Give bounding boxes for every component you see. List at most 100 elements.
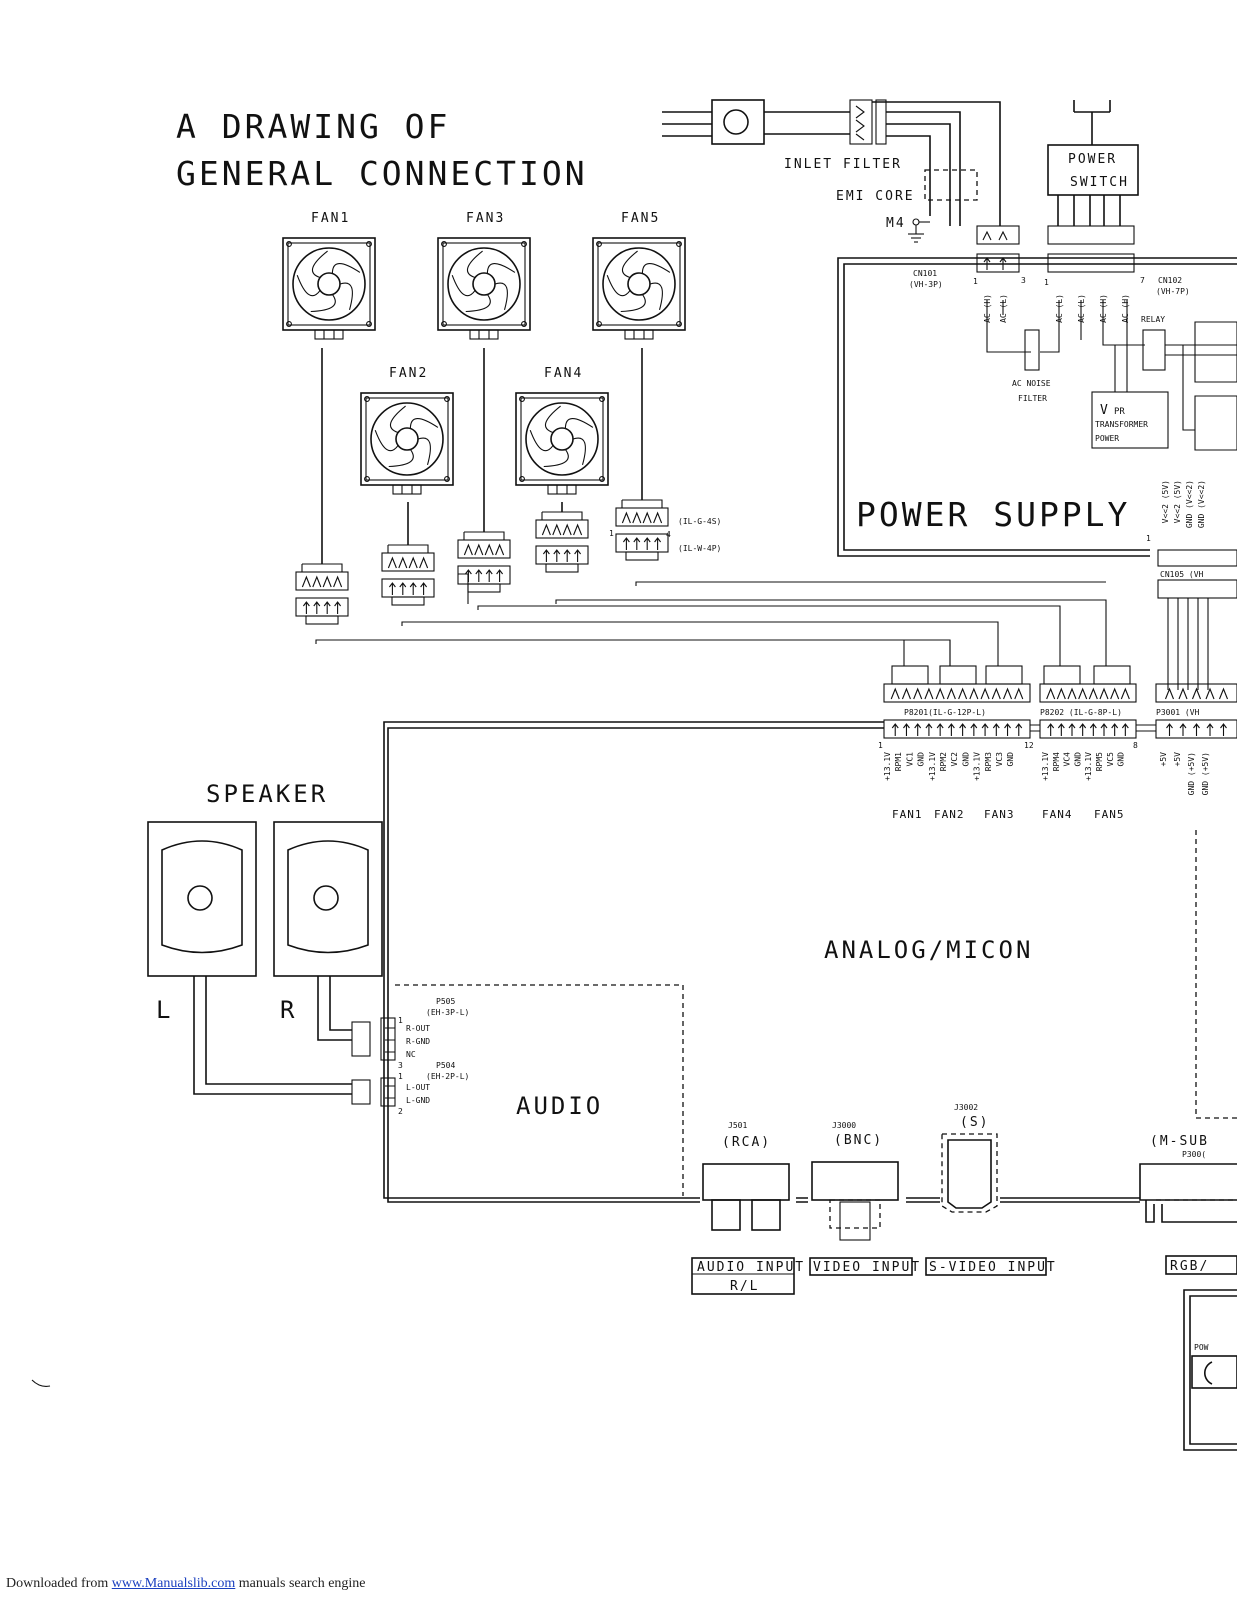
footer-prefix: Downloaded from <box>6 1576 112 1591</box>
m4-label: M4 <box>886 216 906 231</box>
ac-pin-labels: AC (H)AC (L)AC (L)AC (L)AC (H)AC (H) <box>983 294 1130 323</box>
msub-connector <box>1139 1163 1237 1223</box>
fan-row-label: FAN5 <box>1094 808 1125 821</box>
fan-connector-bottom-type: (IL-W-4P) <box>678 544 721 553</box>
vpr-line1: TRANSFORMER <box>1095 420 1148 429</box>
power-switch <box>1047 100 1139 226</box>
p504-pin-l-gnd: L-GND <box>406 1096 430 1105</box>
diagram-title-line1: A DRAWING OF <box>176 107 450 146</box>
cn101-type: (VH-3P) <box>909 280 943 289</box>
speaker-right <box>273 821 383 977</box>
p8201-pin-label: VC1 <box>905 752 914 767</box>
vpr-line2: POWER <box>1095 434 1119 443</box>
diagram-title-line2: GENERAL CONNECTION <box>176 154 588 193</box>
cn102-connector <box>1047 225 1135 273</box>
speaker-title: SPEAKER <box>206 780 328 808</box>
p505-pin-nc: NC <box>406 1050 416 1059</box>
noise-filter-line2: FILTER <box>1018 394 1047 403</box>
p505-pin3: 3 <box>398 1061 403 1070</box>
p8202-name: P8202 (IL-G-8P-L) <box>1040 708 1122 717</box>
p8202-pin-label: RPM4 <box>1052 752 1061 771</box>
speaker-right-label: R <box>280 996 297 1024</box>
power-switch-line2: SWITCH <box>1070 175 1129 190</box>
p8201-pin-label: +13.1V <box>883 752 892 781</box>
p504-pin1: 1 <box>398 1072 403 1081</box>
p504-type: (EH-2P-L) <box>426 1072 469 1081</box>
p505-pin-r-out: R-OUT <box>406 1024 430 1033</box>
inlet-plug <box>662 99 1001 226</box>
margin-mark <box>31 1379 51 1387</box>
rgb-input-label: RGB/ <box>1170 1259 1209 1274</box>
fan-connector-top-type: (IL-G-4S) <box>678 517 721 526</box>
bnc-jack <box>811 1161 899 1241</box>
cn101-connector <box>976 225 1020 273</box>
audio-input-line1: AUDIO INPUT <box>697 1260 805 1275</box>
cn102-name: CN102 <box>1158 276 1182 285</box>
svideo-input-label: S-VIDEO INPUT <box>929 1260 1057 1275</box>
cn101-name: CN101 <box>913 269 937 278</box>
fan-row-label: FAN3 <box>984 808 1015 821</box>
manualslib-link[interactable]: www.Manualslib.com <box>111 1576 236 1591</box>
p8201-pin-label: RPM1 <box>894 752 903 771</box>
p8202-pin-label: GND <box>1117 752 1126 767</box>
p8201-pin-label: GND <box>917 752 926 767</box>
j3002-type: (S) <box>960 1115 989 1130</box>
p505-pin1: 1 <box>398 1016 403 1025</box>
ground-icon <box>908 218 930 243</box>
fan-label: FAN5 <box>621 211 660 226</box>
cn105-pin-label: GND (V<<2) <box>1185 480 1194 528</box>
inlet-filter-label: INLET FILTER <box>784 157 902 172</box>
fan-row-label: FAN2 <box>934 808 965 821</box>
cn105-pin-label: V<<2 (5V) <box>1161 480 1170 523</box>
p8202-pin8: 8 <box>1133 741 1138 750</box>
speaker-left-label: L <box>156 996 173 1024</box>
j501-id: J501 <box>728 1121 747 1130</box>
cn105-pin-label: V<<2 (5V) <box>1173 480 1182 523</box>
p8201-pin-label: +13.1V <box>973 752 982 781</box>
speaker-left <box>147 821 257 977</box>
j3000-type: (BNC) <box>834 1133 883 1148</box>
pow-label: POW <box>1194 1343 1209 1352</box>
svideo-input-box <box>925 1257 1047 1276</box>
p3001-pin-label: +5V <box>1159 752 1168 767</box>
p8201-pin-label: RPM2 <box>939 752 948 771</box>
p505-name: P505 <box>436 997 455 1006</box>
p8201-pin-label: VC3 <box>995 752 1004 767</box>
cn102-type: (VH-7P) <box>1156 287 1190 296</box>
fan-label: FAN3 <box>466 211 505 226</box>
fan-1-icon <box>282 237 376 340</box>
p8201-pin-label: RPM3 <box>984 752 993 771</box>
p8202-pin-label: +13.1V <box>1084 752 1093 781</box>
audio-board <box>395 984 684 1196</box>
emi-core-label: EMI CORE <box>836 189 915 204</box>
j3000-id: J3000 <box>832 1121 856 1130</box>
fan-5-icon <box>515 392 609 495</box>
speaker-wiring <box>193 976 396 1107</box>
power-supply-board <box>837 257 1237 557</box>
cn105-pin1: 1 <box>1146 534 1151 543</box>
p8202-pin-label: VC4 <box>1063 752 1072 767</box>
fan-label: FAN2 <box>389 366 428 381</box>
vpr-v: V <box>1100 403 1110 418</box>
footer-suffix: manuals search engine <box>235 1576 366 1591</box>
power-board-corner <box>1183 1289 1237 1451</box>
audio-input-line2: R/L <box>730 1279 759 1294</box>
cn105-connector <box>1157 549 1237 690</box>
fan-label: FAN4 <box>544 366 583 381</box>
cn105-pin-label: GND (V<<2) <box>1197 480 1206 528</box>
p8201-pin-label: +13.1V <box>928 752 937 781</box>
relay-label: RELAY <box>1141 315 1165 324</box>
p8202-pin-label: RPM5 <box>1095 752 1104 771</box>
cn101-pin3: 3 <box>1021 276 1026 285</box>
analog-micon-board <box>383 721 1237 1203</box>
svideo-jack <box>941 1133 998 1213</box>
p3001-name: P3001 (VH <box>1156 708 1200 717</box>
ac-wiring <box>986 300 1237 451</box>
cn102-pin1: 1 <box>1044 278 1049 287</box>
rgb-input-box <box>1165 1255 1237 1275</box>
power-switch-line1: POWER <box>1068 152 1117 167</box>
j3002-id: J3002 <box>954 1103 978 1112</box>
fan-3-icon <box>592 237 686 340</box>
